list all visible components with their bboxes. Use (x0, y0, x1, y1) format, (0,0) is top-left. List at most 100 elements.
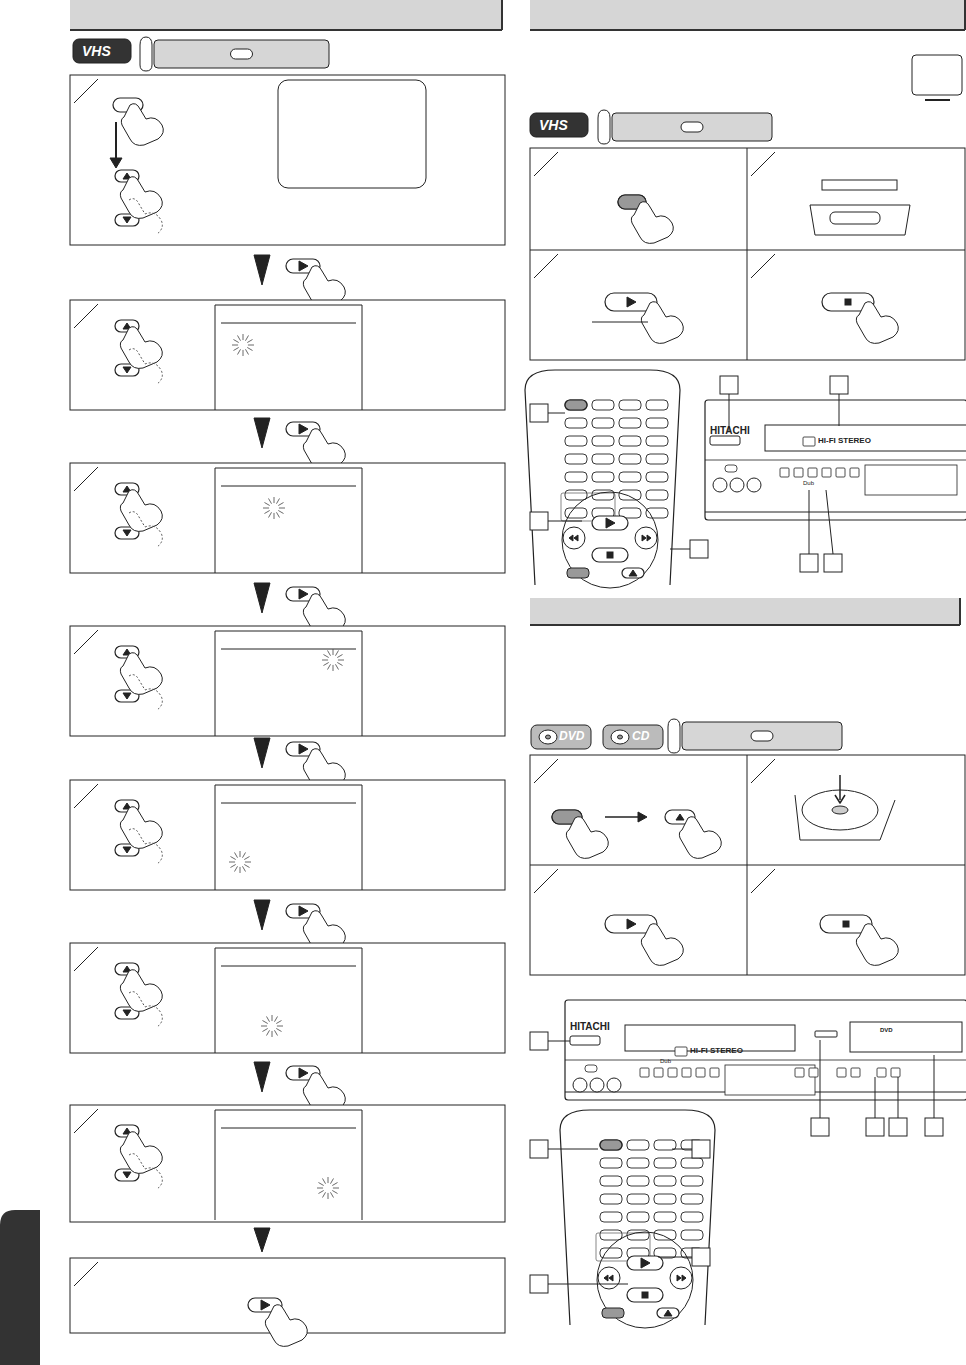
player-front-panel (565, 1000, 966, 1100)
illustration-stroke (240, 867, 241, 873)
pressing-hand (120, 327, 162, 369)
panel-button (851, 1068, 860, 1077)
av-jack (607, 1078, 621, 1092)
illustration-stroke (74, 1109, 98, 1133)
illustration-stroke (534, 254, 558, 278)
disc-tray (850, 1022, 962, 1052)
illustration-stroke (338, 660, 344, 661)
callout-box (800, 554, 818, 572)
panel-button (836, 468, 845, 477)
pressing-hand (856, 302, 898, 344)
illustration-stroke (317, 1188, 323, 1189)
illustration-stroke (333, 649, 334, 655)
remote-button (627, 1176, 649, 1186)
panel-button (809, 1068, 818, 1077)
disc-icon (539, 730, 557, 744)
remote-button (627, 1230, 649, 1240)
pressing-hand (120, 490, 162, 532)
remote-button (619, 490, 641, 500)
illustration-stroke (267, 1016, 270, 1021)
callout-box (690, 540, 708, 558)
remote-button (619, 418, 641, 428)
illustration-stroke (240, 851, 241, 857)
illustration-stroke (323, 1192, 326, 1197)
illustration-stroke (332, 1190, 337, 1193)
remote-button (565, 436, 587, 446)
rewind-button (563, 527, 585, 549)
panel-button (837, 1068, 846, 1077)
remote-button (592, 436, 614, 446)
button (600, 1140, 622, 1150)
mode-button (751, 731, 773, 741)
illustration-stroke (274, 1016, 277, 1021)
mode-switch (140, 37, 152, 71)
av-jack (573, 1078, 587, 1092)
menu-screen (215, 631, 362, 736)
remote-button (646, 418, 668, 428)
illustration-stroke (530, 29, 965, 31)
button-label: Dub (660, 1058, 671, 1064)
illustration-stroke (269, 512, 272, 517)
illustration-stroke (964, 0, 966, 30)
remote-button (627, 1140, 649, 1150)
illustration-stroke (230, 857, 235, 860)
illustration-stroke (670, 549, 690, 550)
illustration-stroke (747, 148, 748, 360)
pressing-hand (120, 970, 162, 1012)
menu-screen (215, 468, 362, 573)
step-grid (530, 755, 965, 975)
pressing-hand (679, 817, 721, 859)
side-tab (0, 1210, 40, 1365)
step-box (70, 626, 505, 736)
callout-box (530, 1032, 548, 1050)
mode-switch (668, 719, 680, 753)
flow-arrow (638, 812, 647, 822)
illustration-stroke (233, 347, 238, 350)
illustration-stroke (323, 1178, 326, 1183)
illustration-stroke (221, 966, 356, 967)
play-symbol (299, 589, 308, 599)
flow-arrow (115, 122, 117, 160)
remote-button (627, 1194, 649, 1204)
disc-icon (546, 735, 551, 739)
pressing-hand (120, 1132, 162, 1174)
remote-button (565, 418, 587, 428)
media-badge (73, 39, 131, 63)
panel-button (822, 468, 831, 477)
disc-icon (618, 735, 623, 739)
panel-button (794, 468, 803, 477)
power-button (565, 400, 587, 410)
ffwd-symbol (642, 535, 651, 541)
illustration-stroke (323, 662, 328, 665)
play-symbol (261, 1300, 270, 1310)
pressing-hand (129, 992, 162, 1027)
remote-button (592, 400, 614, 410)
illustration-stroke (534, 869, 558, 893)
illustration-stroke (333, 1188, 339, 1189)
illustration-stroke (276, 498, 279, 503)
stop-symbol (607, 552, 613, 558)
illustration-stroke (278, 510, 283, 513)
illustration-stroke (328, 664, 331, 669)
media-badge (603, 725, 663, 749)
illustration-stroke (330, 1178, 333, 1183)
illustration-stroke (235, 866, 238, 871)
disc-hole (832, 806, 848, 814)
panel-button (795, 1068, 804, 1077)
remote-button (600, 1230, 622, 1240)
cassette-window (830, 212, 880, 224)
panel-button (780, 468, 789, 477)
tv-icon (912, 55, 962, 95)
button (592, 516, 628, 530)
remote-button (681, 1158, 703, 1168)
callout-box (811, 1118, 829, 1136)
panel-button (654, 1068, 663, 1077)
illustration-stroke (548, 413, 565, 414)
illustration-stroke (530, 865, 965, 866)
illustration-stroke (221, 1128, 356, 1129)
arrow-symbol (664, 1310, 672, 1316)
illustration-stroke (264, 510, 269, 513)
remote-button (654, 1176, 676, 1186)
pressing-hand (631, 202, 673, 244)
remote-button (681, 1212, 703, 1222)
